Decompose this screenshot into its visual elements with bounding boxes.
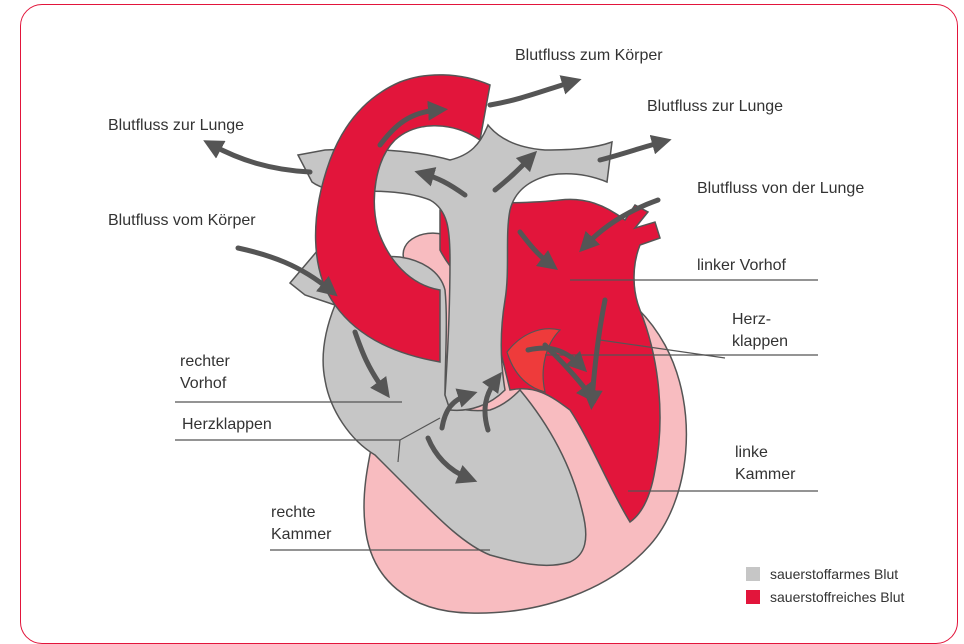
label-lung-outflow-left: Blutfluss zur Lunge <box>108 115 244 137</box>
label-right-ventricle: rechte Kammer <box>271 502 331 546</box>
label-right-atrium: rechter Vorhof <box>180 351 230 395</box>
label-lung-outflow-right: Blutfluss zur Lunge <box>647 96 783 118</box>
legend-swatch-red <box>746 590 760 604</box>
label-left-ventricle: linke Kammer <box>735 442 795 486</box>
heart-diagram <box>0 0 964 618</box>
label-valves-left: Herzklappen <box>182 414 272 436</box>
legend-label-oxygen-rich: sauerstoffreiches Blut <box>770 589 904 605</box>
legend-item-oxygen-rich: sauerstoffreiches Blut <box>746 589 904 605</box>
legend-swatch-grey <box>746 567 760 581</box>
label-lung-inflow: Blutfluss von der Lunge <box>697 178 864 200</box>
label-body-inflow: Blutfluss vom Körper <box>108 210 256 232</box>
label-valves-right: Herz- klappen <box>732 309 788 353</box>
legend-label-oxygen-poor: sauerstoffarmes Blut <box>770 566 898 582</box>
legend-item-oxygen-poor: sauerstoffarmes Blut <box>746 566 898 582</box>
arrow-lung-left <box>212 145 310 172</box>
arrow-body-out <box>490 82 572 105</box>
label-left-atrium: linker Vorhof <box>697 255 786 277</box>
label-body-outflow: Blutfluss zum Körper <box>515 45 663 67</box>
